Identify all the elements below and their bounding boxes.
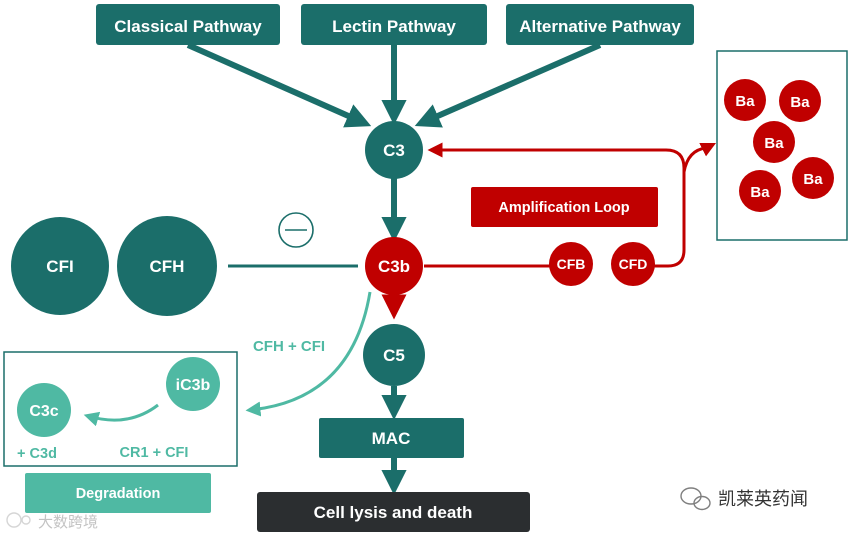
watermark-right: 凯莱英药闻 [718,489,808,510]
cfd-node: CFD [611,242,655,286]
ba-box: Ba Ba Ba Ba Ba [716,50,848,241]
lysis-label: Cell lysis and death [314,503,473,522]
degradation-title: Degradation [76,486,161,502]
ic3b-label: iC3b [176,377,211,394]
c3-node: C3 [365,121,423,179]
cfi-node: CFI [11,217,109,315]
lysis-box: Cell lysis and death [257,492,530,532]
amplification-loop-label: Amplification Loop [498,200,629,216]
classical-pathway-label: Classical Pathway [114,17,262,36]
alternative-pathway-label: Alternative Pathway [519,17,681,36]
cfb-label: CFB [557,256,586,272]
inhibition-symbol [278,212,314,248]
classical-pathway-box: Classical Pathway [96,4,280,45]
svg-text:Ba: Ba [803,171,823,188]
classical-to-c3-arrow [186,42,372,128]
degradation-box: iC3b C3c + C3d CR1 + CFI [3,351,238,467]
amplification-loop-box: Amplification Loop [471,187,658,227]
watermark-left: 大数跨境 [38,513,98,531]
cfi-label: CFI [46,257,73,276]
ba-molecule: Ba [792,157,834,199]
lectin-pathway-box: Lectin Pathway [301,4,487,45]
ic3b-node: iC3b [166,357,220,411]
cfh-label: CFH [150,257,185,276]
c3b-label: C3b [378,257,410,276]
ba-molecule: Ba [724,79,766,121]
c5-label: C5 [383,346,405,365]
c3c-label: C3c [29,403,58,420]
ic3b-to-c3c-arrow [83,403,159,427]
c3b-to-degradation-arrow [245,291,372,417]
c3c-node: C3c [17,383,71,437]
alternative-to-c3-arrow [414,42,602,128]
ba-release-arrow [682,142,717,173]
mac-label: MAC [372,429,411,448]
wechat-icon [680,487,711,511]
watermark-logo-icon [6,512,31,528]
cfb-node: CFB [549,242,593,286]
mac-box: MAC [319,418,464,458]
cr1-cfi-label: CR1 + CFI [120,445,189,461]
degradation-title-box: Degradation [25,473,211,513]
c3-label: C3 [383,141,405,160]
svg-text:Ba: Ba [735,93,755,110]
ba-molecule: Ba [753,121,795,163]
c3d-label: + C3d [17,446,57,462]
amplification-loop-path [427,142,686,268]
c3b-node: C3b [365,237,423,295]
alternative-pathway-box: Alternative Pathway [506,4,694,45]
svg-text:Ba: Ba [750,184,770,201]
ba-molecule: Ba [739,170,781,212]
lectin-pathway-label: Lectin Pathway [332,17,456,36]
ba-molecule: Ba [779,80,821,122]
svg-text:Ba: Ba [790,94,810,111]
svg-text:Ba: Ba [764,135,784,152]
c5-node: C5 [363,324,425,386]
cfh-node: CFH [117,216,217,316]
cfd-label: CFD [619,256,648,272]
cfh-cfi-label: CFH + CFI [253,338,325,355]
